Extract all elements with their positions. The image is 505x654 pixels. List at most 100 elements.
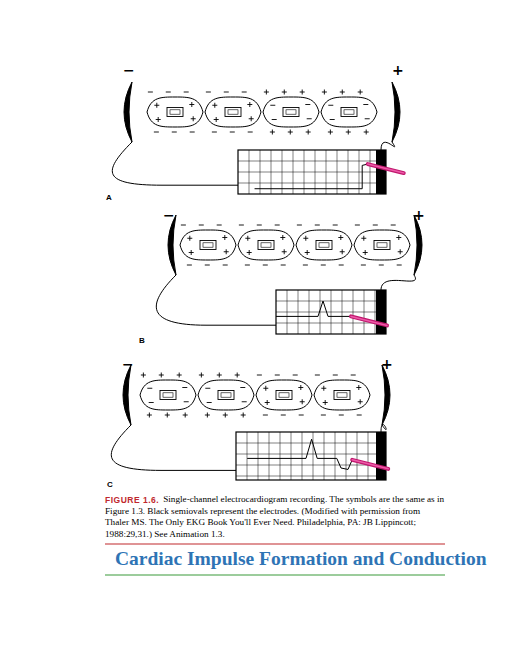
nucleus-symbol — [221, 393, 231, 397]
recorder-pen — [368, 164, 404, 173]
charge-sign — [363, 104, 368, 105]
charge-sign — [342, 90, 343, 95]
nucleus-symbol — [334, 391, 350, 400]
charge-sign — [225, 413, 226, 418]
charge-sign — [284, 90, 285, 95]
charge-sign — [185, 413, 186, 418]
section-heading: Cardiac Impulse Formation and Conduction — [115, 548, 487, 570]
charge-sign — [257, 375, 262, 376]
charge-sign — [366, 130, 367, 135]
figure-number: FIGURE 1.6. — [105, 495, 159, 505]
charge-sign — [348, 130, 349, 135]
nucleus-symbol — [228, 110, 238, 114]
nucleus-symbol — [261, 243, 271, 247]
electrode-semioval — [124, 82, 132, 142]
charge-sign — [166, 92, 171, 93]
charge-sign — [397, 265, 402, 266]
charge-sign — [360, 399, 361, 404]
myocyte-cell — [238, 230, 294, 260]
charge-sign — [184, 92, 189, 93]
charge-sign — [275, 375, 280, 376]
grid-line — [236, 454, 376, 455]
recorder-pen — [351, 316, 387, 325]
recorder-pen — [368, 164, 404, 173]
rule-line — [105, 574, 445, 575]
electrode-polarity: − — [123, 62, 135, 78]
lead-wire — [381, 424, 386, 432]
panel-letter: A — [106, 193, 112, 202]
recorder-drum — [376, 432, 386, 480]
ecg-trace — [247, 439, 352, 469]
nucleus-symbol — [283, 108, 299, 117]
nucleus-symbol — [341, 108, 357, 117]
charge-sign — [199, 225, 204, 226]
charge-sign — [342, 249, 343, 254]
nucleus-symbol — [374, 241, 390, 250]
ecg-recorder — [238, 150, 386, 194]
charge-sign — [339, 415, 344, 416]
charge-sign — [355, 225, 360, 226]
nucleus-symbol — [319, 243, 329, 247]
panel-letter: C — [107, 480, 113, 489]
grid-line — [236, 443, 376, 444]
charge-sign — [223, 265, 228, 266]
ecg-recorder — [236, 432, 386, 480]
charge-sign — [297, 225, 302, 226]
lead-wire — [381, 275, 416, 290]
electrode-semioval — [123, 365, 131, 425]
charge-sign — [379, 265, 384, 266]
nucleus-symbol — [225, 108, 241, 117]
charge-sign — [400, 249, 401, 254]
charge-sign — [224, 92, 229, 93]
charge-sign — [193, 116, 194, 121]
charge-sign — [154, 132, 159, 133]
charge-sign — [226, 249, 227, 254]
charge-sign — [148, 92, 153, 93]
lead-wire — [156, 275, 276, 325]
charge-sign — [205, 388, 210, 389]
grid-line — [324, 432, 325, 480]
charge-sign — [293, 375, 298, 376]
charge-sign — [272, 119, 277, 120]
nucleus-symbol — [170, 110, 180, 114]
grid-line — [368, 432, 369, 480]
charge-sign — [281, 265, 286, 266]
charge-sign — [224, 235, 225, 240]
nucleus-symbol — [279, 393, 289, 397]
charge-sign — [391, 225, 396, 226]
charge-sign — [305, 236, 306, 241]
charge-sign — [158, 117, 159, 122]
charge-sign — [147, 388, 152, 389]
charge-sign — [340, 235, 341, 240]
charge-sign — [239, 225, 244, 226]
myocyte-cell — [140, 380, 196, 410]
myocyte-cell — [180, 230, 236, 260]
grid-line — [276, 301, 376, 302]
panel-letter: B — [139, 336, 145, 345]
charge-sign — [300, 385, 301, 390]
charge-sign — [333, 375, 338, 376]
charge-sign — [290, 130, 291, 135]
charge-sign — [263, 415, 268, 416]
charge-sign — [245, 265, 250, 266]
charge-sign — [324, 90, 325, 95]
recorder-drum — [376, 150, 386, 194]
charge-sign — [330, 119, 335, 120]
charge-sign — [321, 265, 326, 266]
charge-sign — [191, 250, 192, 255]
charge-sign — [358, 385, 359, 390]
charge-sign — [249, 250, 250, 255]
charge-sign — [217, 225, 222, 226]
nucleus-symbol — [344, 110, 354, 114]
charge-sign — [201, 373, 202, 378]
charge-sign — [270, 105, 275, 106]
charge-sign — [243, 413, 244, 418]
grid-line — [357, 432, 358, 480]
charge-sign — [181, 225, 186, 226]
charge-sign — [373, 225, 378, 226]
ecg-trace — [255, 164, 368, 189]
charge-sign — [302, 399, 303, 404]
charge-sign — [143, 373, 144, 378]
charge-sign — [357, 415, 362, 416]
electrode-polarity: + — [381, 356, 393, 372]
